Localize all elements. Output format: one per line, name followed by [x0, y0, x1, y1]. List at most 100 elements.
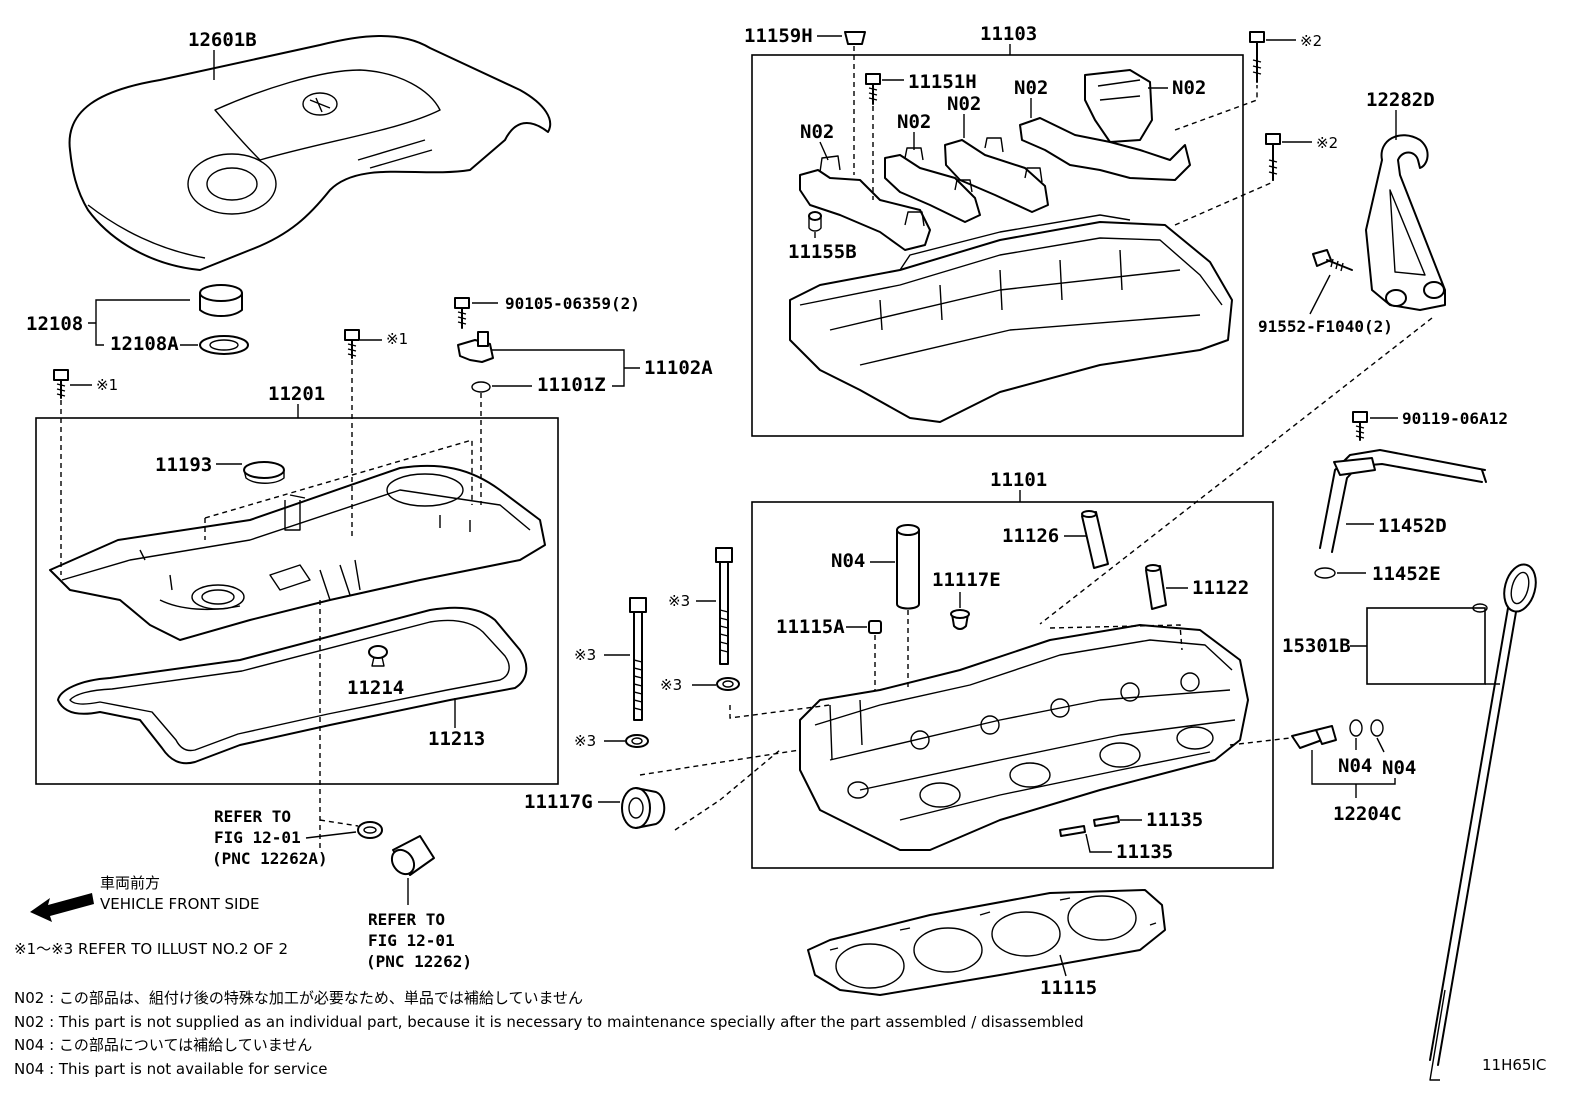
bolt-9010506359	[454, 297, 470, 329]
label-11122: 11122	[1192, 577, 1249, 599]
label-11102A: 11102A	[644, 357, 713, 379]
ref2-line2: FIG 12-01	[368, 931, 455, 950]
mark-3-a: ※3	[574, 646, 596, 664]
ref2-line3: (PNC 12262)	[366, 952, 472, 971]
label-11193: 11193	[155, 454, 212, 476]
label-11103: 11103	[980, 23, 1037, 45]
ref2-line1: REFER TO	[368, 910, 445, 929]
gauge-guide-drawing	[1319, 449, 1487, 553]
label-11135-a: 11135	[1146, 809, 1203, 831]
plug-11117G-drawing	[621, 787, 666, 829]
note-n02-jp: N02 : この部品は、組付け後の特殊な加工が必要なため、単品では補給していませ…	[14, 989, 583, 1007]
bolt-11151H-drawing	[865, 73, 881, 105]
label-11117G: 11117G	[524, 791, 593, 813]
cam-sensor-drawing	[457, 331, 494, 363]
note-n04-jp: N04 : この部品については補給していません	[14, 1036, 312, 1054]
label-15301B: 15301B	[1282, 635, 1351, 657]
pins-11135-drawing	[1059, 815, 1120, 837]
front-label-en: VEHICLE FRONT SIDE	[100, 895, 260, 913]
illustration-code: 11H65IC	[1482, 1056, 1546, 1074]
label-91552-F1040: 91552-F1040(2)	[1258, 317, 1393, 336]
head-gasket-drawing	[807, 889, 1166, 996]
label-11155B: 11155B	[788, 241, 857, 263]
pin-n04-drawing	[896, 524, 920, 610]
label-12204C: 12204C	[1333, 803, 1402, 825]
camshaft-housing-group-box	[751, 54, 1244, 437]
head-cover-gasket-drawing	[57, 606, 528, 765]
label-n02-5: N02	[1172, 77, 1206, 99]
dipstick-group-box	[1366, 607, 1486, 685]
label-11151H: 11151H	[908, 71, 977, 93]
camshaft-housing-drawing	[789, 214, 1233, 423]
label-11115: 11115	[1040, 977, 1097, 999]
label-11115A: 11115A	[776, 616, 845, 638]
cam-caps-drawing	[799, 69, 1191, 251]
mark-2-bottom: ※2	[1316, 134, 1338, 152]
plug-11159H-drawing	[844, 31, 866, 45]
engine-cover-drawing	[68, 35, 552, 271]
label-11117E: 11117E	[932, 569, 1001, 591]
note-n02-en: N02 : This part is not supplied as an in…	[14, 1013, 1084, 1031]
marks-reference-note: ※1～※3 REFER TO ILLUST NO.2 OF 2	[14, 940, 288, 958]
ref-clip-drawing	[319, 819, 435, 876]
ref1-line3: (PNC 12262A)	[212, 849, 328, 868]
label-n02-1: N02	[800, 121, 834, 143]
tube-11122-drawing	[1145, 564, 1167, 610]
ref1-line1: REFER TO	[214, 807, 291, 826]
cylinder-head-drawing	[799, 624, 1249, 851]
oring-11101Z	[471, 381, 491, 393]
label-11126: 11126	[1002, 525, 1059, 547]
label-12108A: 12108A	[110, 333, 179, 355]
plug-11117E-drawing	[950, 609, 970, 630]
label-12601B: 12601B	[188, 29, 257, 51]
head-cover-drawing	[49, 464, 546, 641]
washer-mark3-right	[716, 677, 740, 691]
mark-3-b: ※3	[668, 592, 690, 610]
bolt-mark3-long-left	[629, 597, 647, 721]
bolt-9011906A12	[1352, 411, 1368, 441]
tube-11126-drawing	[1081, 510, 1109, 569]
bolt-mark2-bottom	[1265, 133, 1281, 181]
label-11214: 11214	[347, 677, 404, 699]
part-11115A-drawing	[868, 620, 882, 634]
label-90119-06A12: 90119-06A12	[1402, 409, 1508, 428]
label-11101: 11101	[990, 469, 1047, 491]
label-11135-b: 11135	[1116, 841, 1173, 863]
oil-filler-cap-drawing	[199, 284, 249, 355]
bolt-91552F1040	[1312, 249, 1353, 272]
oil-pressure-switch-drawing	[1291, 719, 1384, 749]
label-90105-06359: 90105-06359(2)	[505, 294, 640, 313]
oring-11452E	[1314, 567, 1336, 579]
cylinder-head-group-box	[751, 501, 1274, 869]
note-n04-en: N04 : This part is not available for ser…	[14, 1060, 328, 1078]
label-n04-1: N04	[831, 550, 865, 572]
label-12108: 12108	[26, 313, 83, 335]
bolt-mark3-long-right	[715, 547, 733, 665]
oil-plug-11193-drawing	[243, 461, 285, 484]
head-cover-group-box	[35, 417, 559, 785]
vehicle-front-arrow-icon	[30, 893, 94, 922]
bolt-mark1-center	[344, 329, 360, 359]
washer-mark3-left	[625, 734, 649, 748]
bolt-mark1-left	[53, 369, 69, 399]
label-11452D: 11452D	[1378, 515, 1447, 537]
front-label-jp: 車両前方	[100, 874, 160, 892]
label-11201: 11201	[268, 383, 325, 405]
mark-3-d: ※3	[574, 732, 596, 750]
label-11213: 11213	[428, 728, 485, 750]
engine-hanger-drawing	[1365, 134, 1446, 311]
mark-3-c: ※3	[660, 676, 682, 694]
label-n04-3: N04	[1382, 757, 1416, 779]
mark-2-top: ※2	[1300, 32, 1322, 50]
part-11214-drawing	[368, 645, 388, 667]
label-n02-4: N02	[1014, 77, 1048, 99]
mark-1-center: ※1	[386, 330, 408, 348]
label-11159H: 11159H	[744, 25, 813, 47]
label-12282D: 12282D	[1366, 89, 1435, 111]
bolt-mark2-top	[1249, 31, 1265, 83]
label-n02-3: N02	[947, 93, 981, 115]
label-11452E: 11452E	[1372, 563, 1441, 585]
ref1-line2: FIG 12-01	[214, 828, 301, 847]
mark-1-left: ※1	[96, 376, 118, 394]
